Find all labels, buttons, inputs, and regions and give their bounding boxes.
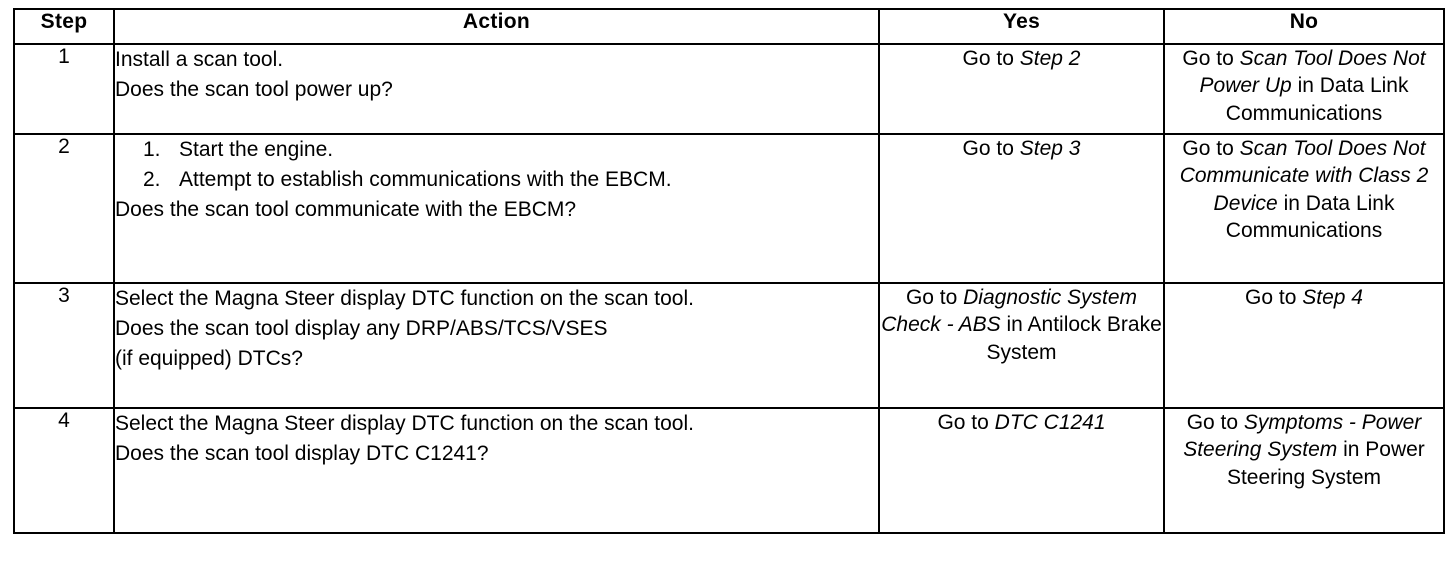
action-line: Does the scan tool display any DRP/ABS/T… [115,316,608,340]
yes-branch-text: Go to DTC C1241 [937,411,1105,434]
action-line: Select the Magna Steer display DTC funct… [115,287,694,310]
branch-text-run: in Data Link Communications [1225,191,1395,242]
branch-text-run: in Power Steering System [1226,438,1425,489]
branch-text-run: Go to [1182,137,1240,160]
yes-branch-cell: Go to Step 3 [878,133,1165,284]
action-cell: Install a scan tool. Does the scan tool … [113,43,880,135]
branch-text-run: Go to [1245,286,1303,309]
list-item: 1. Start the engine. [143,135,878,165]
reference-title: DTC C1241 [994,411,1106,434]
action-line: (if equipped) DTCs? [115,346,303,370]
reference-title: Diagnostic System Check - ABS [881,286,1138,337]
step-number: 4 [13,407,115,534]
branch-text-run: Go to [1186,411,1244,434]
yes-branch-text: Go to Diagnostic System Check - ABS in A… [881,286,1162,364]
list-item-number: 1. [143,138,161,161]
branch-text-run: in Antilock Brake System [986,313,1162,364]
step-number: 2 [13,133,115,284]
list-item: 2. Attempt to establish communications wi… [143,165,878,195]
no-branch-cell: Go to Scan Tool Does Not Power Up in Dat… [1163,43,1445,135]
reference-title: Step 4 [1302,286,1363,309]
branch-text-run: Go to [937,411,995,434]
action-line: Does the scan tool display DTC C1241? [115,441,489,465]
table-header: Step Action Yes No [13,8,1445,45]
no-branch-cell: Go to Step 4 [1163,282,1445,409]
yes-branch-text: Go to Step 3 [963,137,1081,160]
reference-title: Scan Tool Does Not Power Up [1199,47,1426,98]
reference-title: Step 3 [1019,137,1081,160]
table-row: 1 Install a scan tool. Does the scan too… [13,43,1445,135]
yes-branch-cell: Go to Diagnostic System Check - ABS in A… [878,282,1165,409]
no-branch-cell: Go to Symptoms - Power Steering System i… [1163,407,1445,534]
action-line: Install a scan tool. [115,48,284,71]
table-row: 2 1. Start the engine. 2. Attempt to estab… [13,133,1445,284]
branch-text-run: Go to [962,47,1020,70]
diagnostic-steps-table: Step Action Yes No 1 Install a scan tool… [13,8,1445,534]
yes-branch-cell: Go to Step 2 [878,43,1165,135]
action-numbered-list: 1. Start the engine. 2. Attempt to establi… [115,135,878,195]
yes-branch-cell: Go to DTC C1241 [878,407,1165,534]
column-header-yes: Yes [878,8,1165,45]
table-row: 3 Select the Magna Steer display DTC fun… [13,282,1445,409]
table-body: 1 Install a scan tool. Does the scan too… [13,43,1445,534]
action-cell: Select the Magna Steer display DTC funct… [113,282,880,409]
action-line: Select the Magna Steer display DTC funct… [115,412,694,435]
column-header-action: Action [113,8,880,45]
no-branch-text: Go to Scan Tool Does Not Communicate wit… [1180,137,1429,242]
no-branch-text: Go to Scan Tool Does Not Power Up in Dat… [1182,47,1425,125]
column-header-no: No [1163,8,1445,45]
action-cell: Select the Magna Steer display DTC funct… [113,407,880,534]
list-item-text: Attempt to establish communications with… [179,167,672,191]
reference-title: Step 2 [1019,47,1081,70]
step-number: 3 [13,282,115,409]
no-branch-text: Go to Symptoms - Power Steering System i… [1183,411,1425,489]
action-cell: 1. Start the engine. 2. Attempt to establi… [113,133,880,284]
branch-text-run: Go to [962,137,1020,160]
reference-title: Scan Tool Does Not Communicate with Clas… [1179,137,1429,215]
branch-text-run: Go to [905,286,964,309]
action-line: Does the scan tool communicate with the … [115,197,577,221]
action-line: Does the scan tool power up? [115,77,393,101]
yes-branch-text: Go to Step 2 [963,47,1081,70]
reference-title: Symptoms - Power Steering System [1183,411,1422,462]
no-branch-cell: Go to Scan Tool Does Not Communicate wit… [1163,133,1445,284]
table-row: 4 Select the Magna Steer display DTC fun… [13,407,1445,534]
no-branch-text: Go to Step 4 [1245,286,1363,309]
list-item-number: 2. [143,167,161,191]
header-row: Step Action Yes No [13,8,1445,45]
step-number: 1 [13,43,115,135]
column-header-step: Step [13,8,115,45]
list-item-text: Start the engine. [179,138,334,161]
branch-text-run: Go to [1182,47,1240,70]
branch-text-run: in Data Link Communications [1225,74,1409,125]
